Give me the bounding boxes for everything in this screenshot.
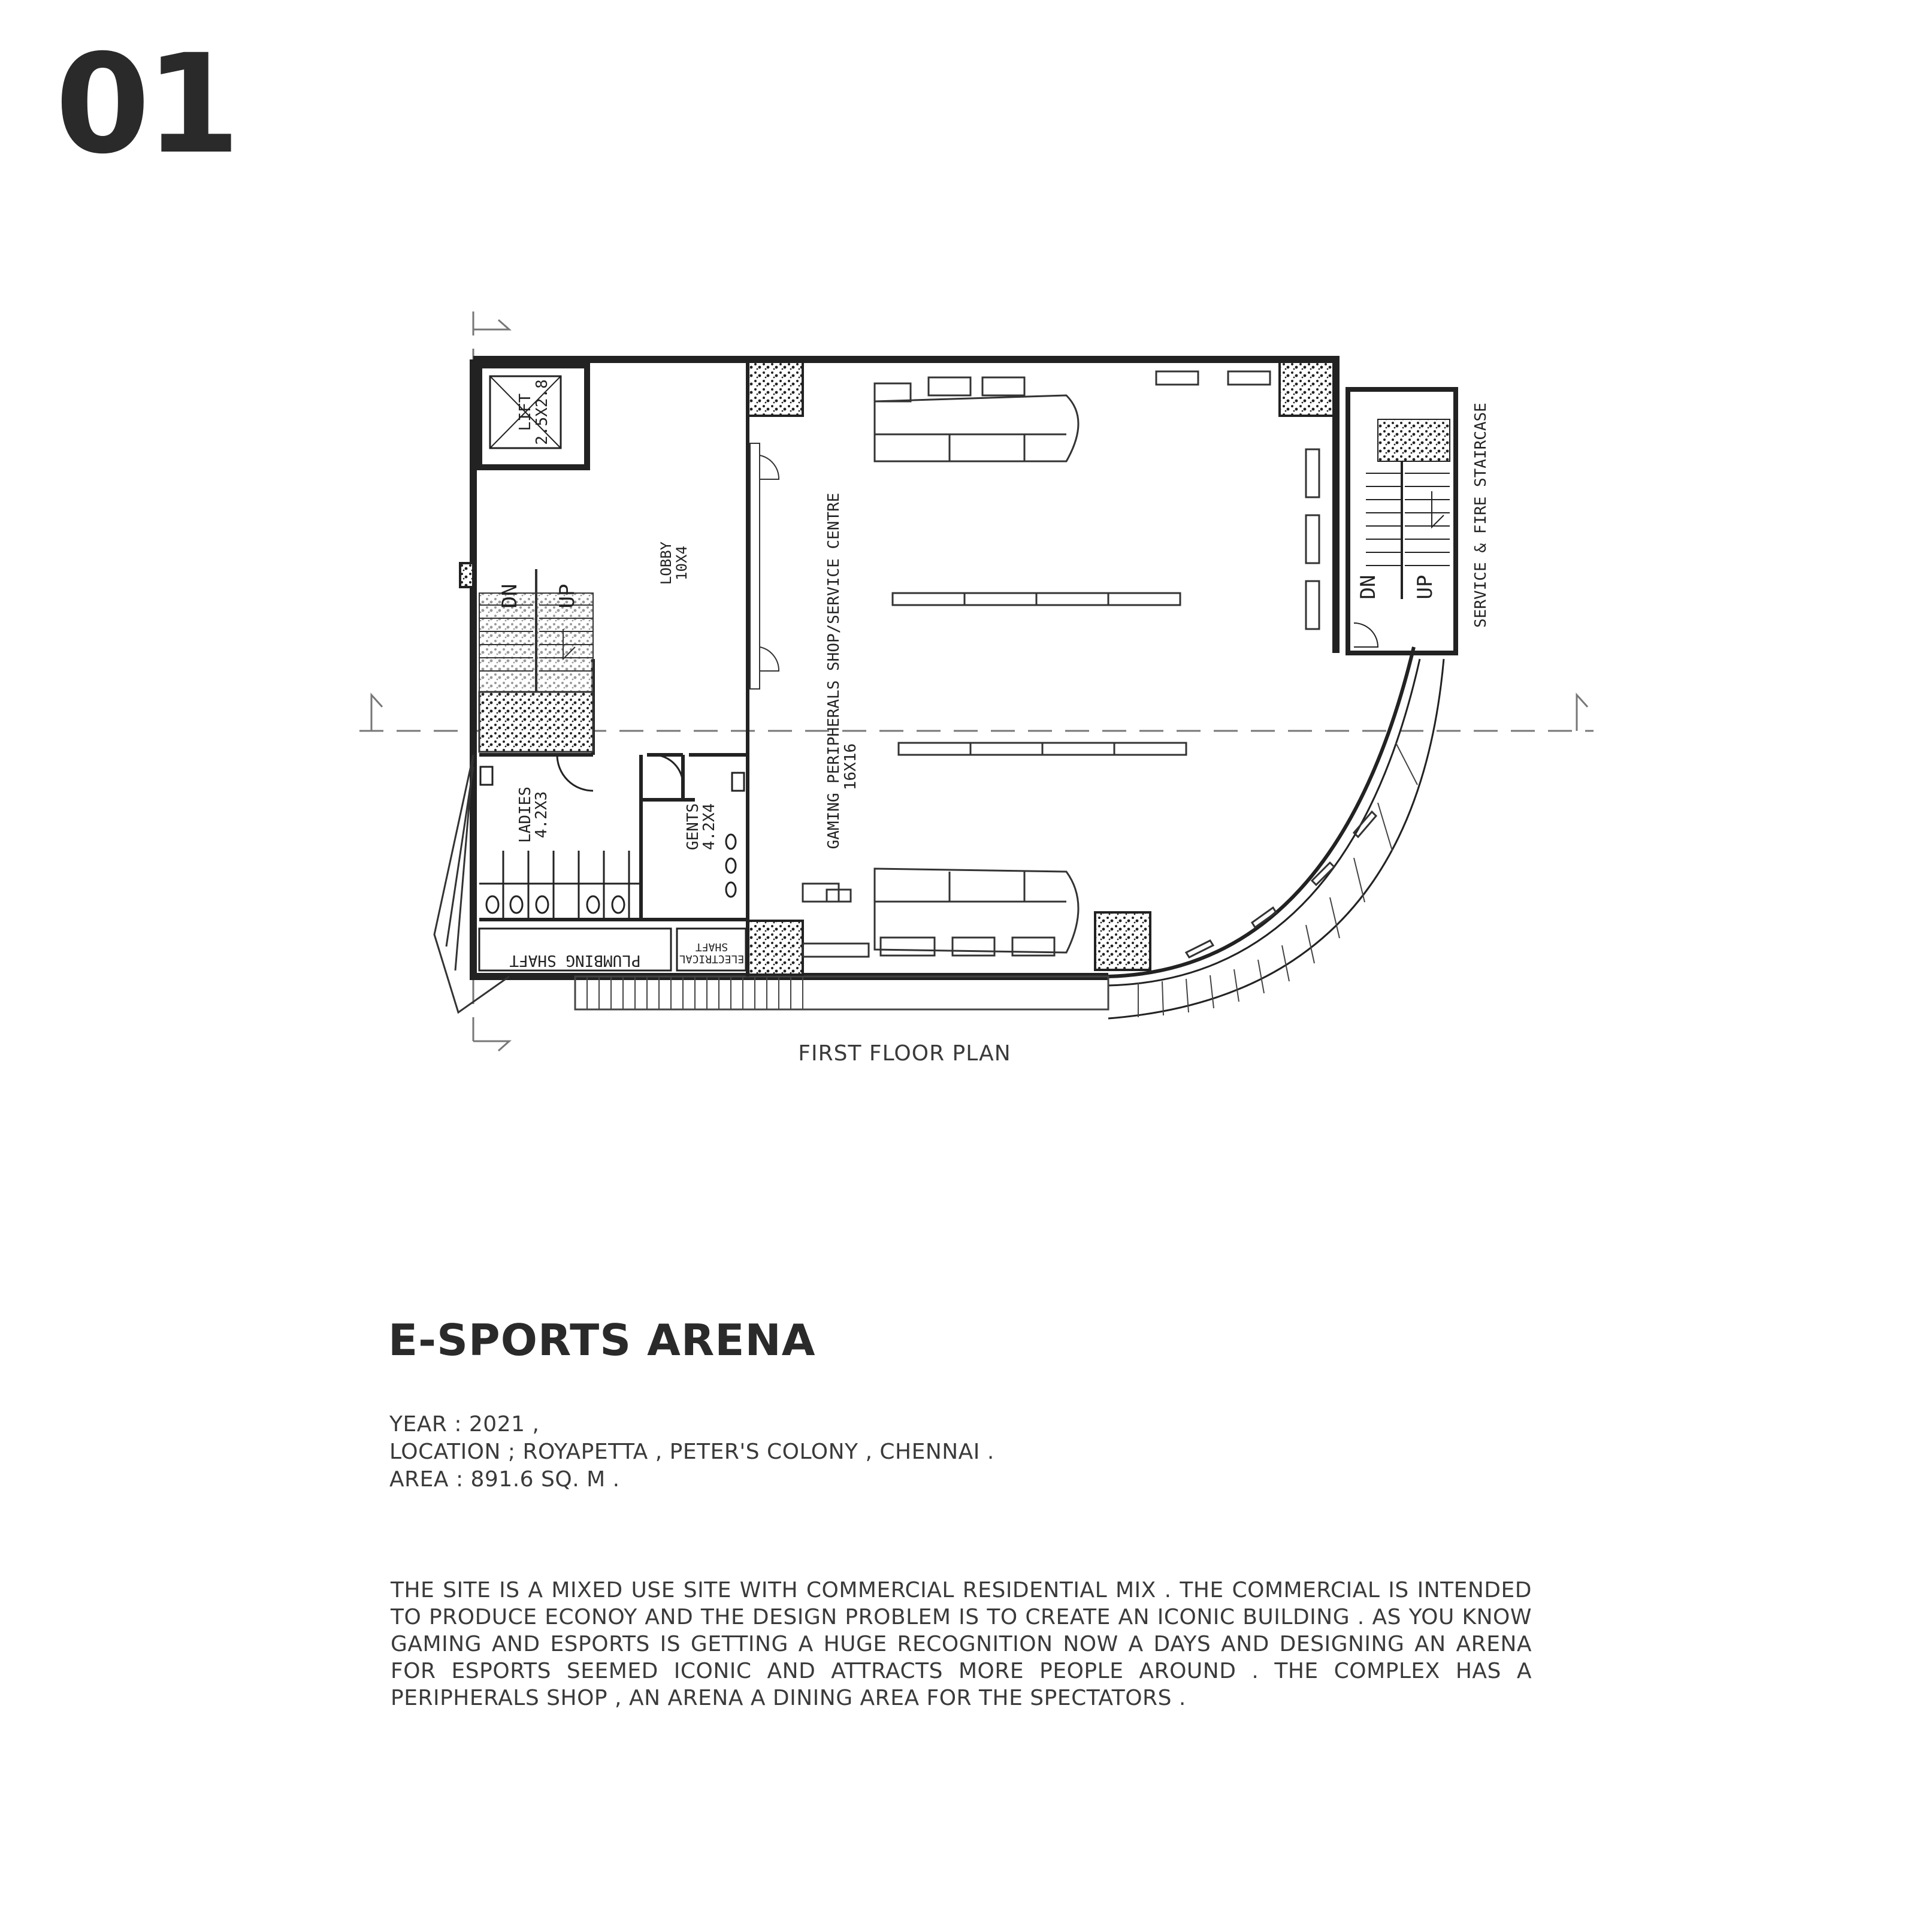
project-title: E-SPORTS ARENA bbox=[388, 1315, 816, 1365]
shop-size: 16X16 bbox=[842, 743, 860, 790]
plan-caption: FIRST FLOOR PLAN bbox=[798, 1041, 1011, 1066]
fire-stair-up: UP bbox=[1413, 575, 1437, 600]
display-counters bbox=[802, 370, 1378, 959]
shop-doors bbox=[749, 443, 780, 690]
gents-size: 4.2X4 bbox=[700, 803, 718, 850]
fire-stair-down: DN bbox=[1356, 575, 1380, 600]
shop-label: GAMING PERIPHERALS SHOP/SERVICE CENTRE bbox=[825, 493, 843, 849]
fire-staircase bbox=[1346, 387, 1458, 655]
ladies-label: LADIES bbox=[516, 787, 534, 843]
front-balcony-louvres bbox=[574, 975, 1109, 1011]
lobby-staircase bbox=[478, 569, 594, 753]
curved-balcony-louvres bbox=[1138, 742, 1418, 1017]
electrical-shaft-label-2: SHAFT bbox=[696, 941, 728, 953]
project-location: LOCATION ; ROYAPETTA , PETER'S COLONY , … bbox=[389, 1440, 994, 1464]
lobby-size: 10X4 bbox=[673, 546, 690, 580]
fire-staircase-label: SERVICE & FIRE STAIRCASE bbox=[1472, 403, 1490, 628]
lobby-stair-down: DN bbox=[498, 584, 522, 609]
first-floor-plan: LIFT 2.5X2.8 LOBBY 10X4 DN UP bbox=[359, 312, 1594, 1054]
ladies-size: 4.2X3 bbox=[533, 791, 551, 838]
columns bbox=[459, 361, 1335, 976]
lift-size: 2.5X2.8 bbox=[533, 379, 551, 445]
plumbing-shaft-label: PLUMBING SHAFT bbox=[509, 951, 640, 969]
left-facade-fins bbox=[433, 754, 510, 1014]
gents-label: GENTS bbox=[684, 803, 702, 850]
project-description: THE SITE IS A MIXED USE SITE WITH COMMER… bbox=[391, 1578, 1532, 1710]
lobby-label: LOBBY bbox=[658, 541, 675, 585]
service-shafts bbox=[478, 927, 747, 972]
lift-core bbox=[476, 362, 590, 470]
lift-label: LIFT bbox=[516, 393, 534, 431]
electrical-shaft-label-1: ELECTRICAL bbox=[679, 953, 745, 965]
lobby-stair-up: UP bbox=[555, 584, 579, 609]
page-number: 01 bbox=[55, 25, 240, 184]
project-area: AREA : 891.6 SQ. M . bbox=[389, 1467, 620, 1492]
project-meta: YEAR : 2021 , LOCATION ; ROYAPETTA , PET… bbox=[389, 1411, 994, 1493]
project-year: YEAR : 2021 , bbox=[389, 1412, 540, 1437]
toilet-blocks bbox=[479, 754, 745, 920]
